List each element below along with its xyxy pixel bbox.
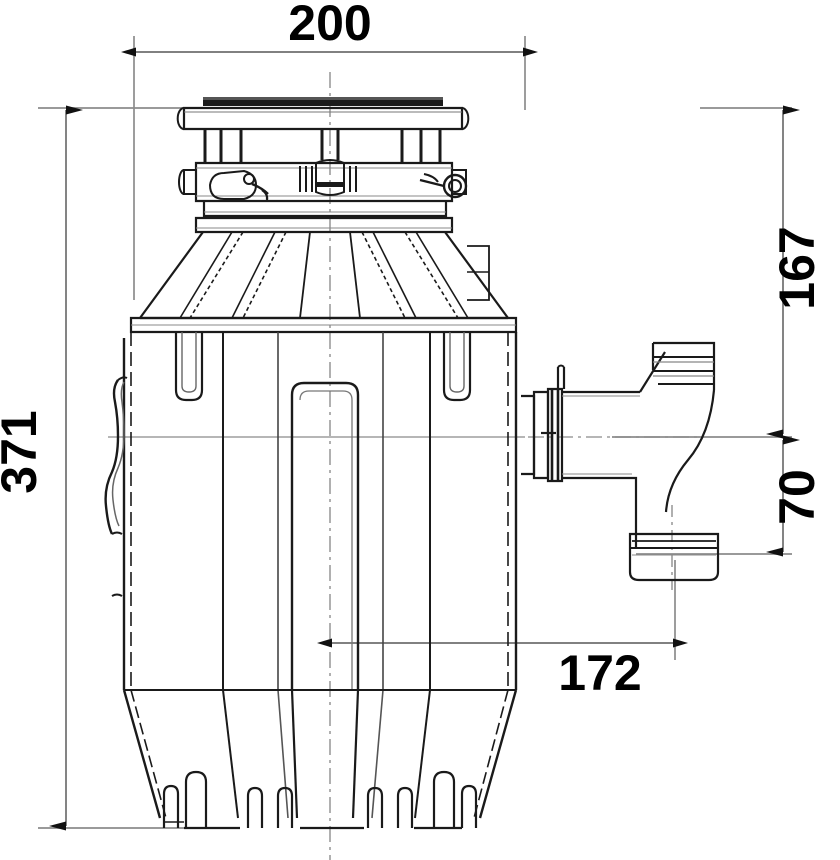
hanger-slot-right-1-inner xyxy=(449,332,465,393)
flange-plate-left-cap xyxy=(176,107,185,130)
dim-label-371: 371 xyxy=(0,410,47,493)
body-taper-seam-1 xyxy=(222,689,239,819)
dimension-172 xyxy=(317,560,688,660)
dimension-labels: 200 371 167 70 172 xyxy=(0,0,825,701)
sink-gasket-highlight xyxy=(203,97,443,100)
clamp-ring-right-inner xyxy=(448,179,462,193)
lower-spigot xyxy=(628,532,720,582)
hopper-rib-r4 xyxy=(361,231,406,319)
outlet-elbow-assembly xyxy=(521,341,720,582)
dim-label-70: 70 xyxy=(769,469,825,525)
left-mounting-clip-inner xyxy=(111,381,125,527)
dimension-167-70 xyxy=(612,105,800,557)
outlet-body-flange xyxy=(521,394,536,476)
hopper-rib-r3 xyxy=(372,231,417,319)
ring-lower-skirt xyxy=(202,201,448,218)
flange-plate-right-cap xyxy=(461,107,470,130)
hanger-slot-left-1 xyxy=(174,332,204,402)
hopper-centre-left-edge xyxy=(299,231,311,319)
cam-hook-left xyxy=(261,189,269,201)
dimension-200 xyxy=(121,36,538,300)
dim-label-167: 167 xyxy=(769,226,825,309)
mounting-ring-body xyxy=(194,161,454,203)
outlet-clamp-bolt xyxy=(556,367,566,389)
centre-hub xyxy=(315,159,345,196)
sink-gasket xyxy=(203,97,443,106)
hanger-slot-right-1 xyxy=(442,332,472,402)
ring-left-boss xyxy=(183,169,196,195)
hopper-rib-r1 xyxy=(415,231,469,319)
base-fins xyxy=(162,770,478,828)
hanger-slot-left-1-inner xyxy=(181,332,197,393)
cam-pivot-left xyxy=(243,173,255,185)
body-taper-seam-3 xyxy=(371,689,384,819)
hopper-centre-right-edge xyxy=(349,231,361,319)
base-contact-lines xyxy=(164,821,462,830)
body-taper-seam-2 xyxy=(277,689,289,819)
elbow-lower-arm xyxy=(562,476,638,548)
elbow-upper-taper xyxy=(639,351,666,393)
hub-ribs-left xyxy=(299,166,313,192)
outlet-gasket-ring xyxy=(532,390,550,480)
clip-low-tab xyxy=(111,593,123,597)
clamp-arm-right xyxy=(419,178,445,188)
body-taper-recess-left xyxy=(290,689,299,819)
dim-label-172: 172 xyxy=(558,645,641,701)
hub-ribs-right xyxy=(349,166,357,192)
hopper-slope-right xyxy=(444,231,509,319)
hopper-rib-r2 xyxy=(404,231,459,319)
outlet-clamp-collar xyxy=(546,387,564,483)
cam-arm-left xyxy=(251,182,269,195)
clamp-bolt-head xyxy=(557,364,565,368)
clip-mid-tab xyxy=(111,531,123,535)
hopper-rib-l4 xyxy=(242,231,287,319)
clamp-arm-right-top xyxy=(423,173,439,183)
body-taper-right-inner xyxy=(473,689,509,819)
ring-left-boss-cap xyxy=(178,169,185,195)
hopper-rib-l1 xyxy=(179,231,233,319)
body-taper-right xyxy=(478,689,518,819)
hub-slot xyxy=(315,182,345,187)
elbow-outer-curve xyxy=(664,389,716,513)
hopper-rib-l3 xyxy=(231,231,276,319)
centre-recess-panel xyxy=(290,381,360,690)
side-lug-right xyxy=(467,245,490,301)
body-taper-seam-4 xyxy=(414,689,431,819)
hopper-slope-left xyxy=(139,231,204,319)
baffle-seat-plate xyxy=(194,216,454,234)
body-taper-recess-right xyxy=(351,689,360,819)
clip-top-tab xyxy=(117,376,128,381)
body-taper-left-inner xyxy=(130,689,167,819)
dim-label-200: 200 xyxy=(288,0,371,51)
flange-plate-upper xyxy=(182,106,464,131)
upper-spout-outline xyxy=(653,341,716,390)
main-body-barrel xyxy=(104,316,518,830)
hopper-rib-l2 xyxy=(189,231,244,319)
mounting-flange-assembly xyxy=(176,97,470,234)
clamp-cam-left xyxy=(208,169,258,200)
upper-hopper-housing xyxy=(139,231,509,320)
centre-recess-inner xyxy=(299,390,353,690)
body-taper-left xyxy=(122,689,162,819)
left-mounting-clip xyxy=(104,379,120,535)
